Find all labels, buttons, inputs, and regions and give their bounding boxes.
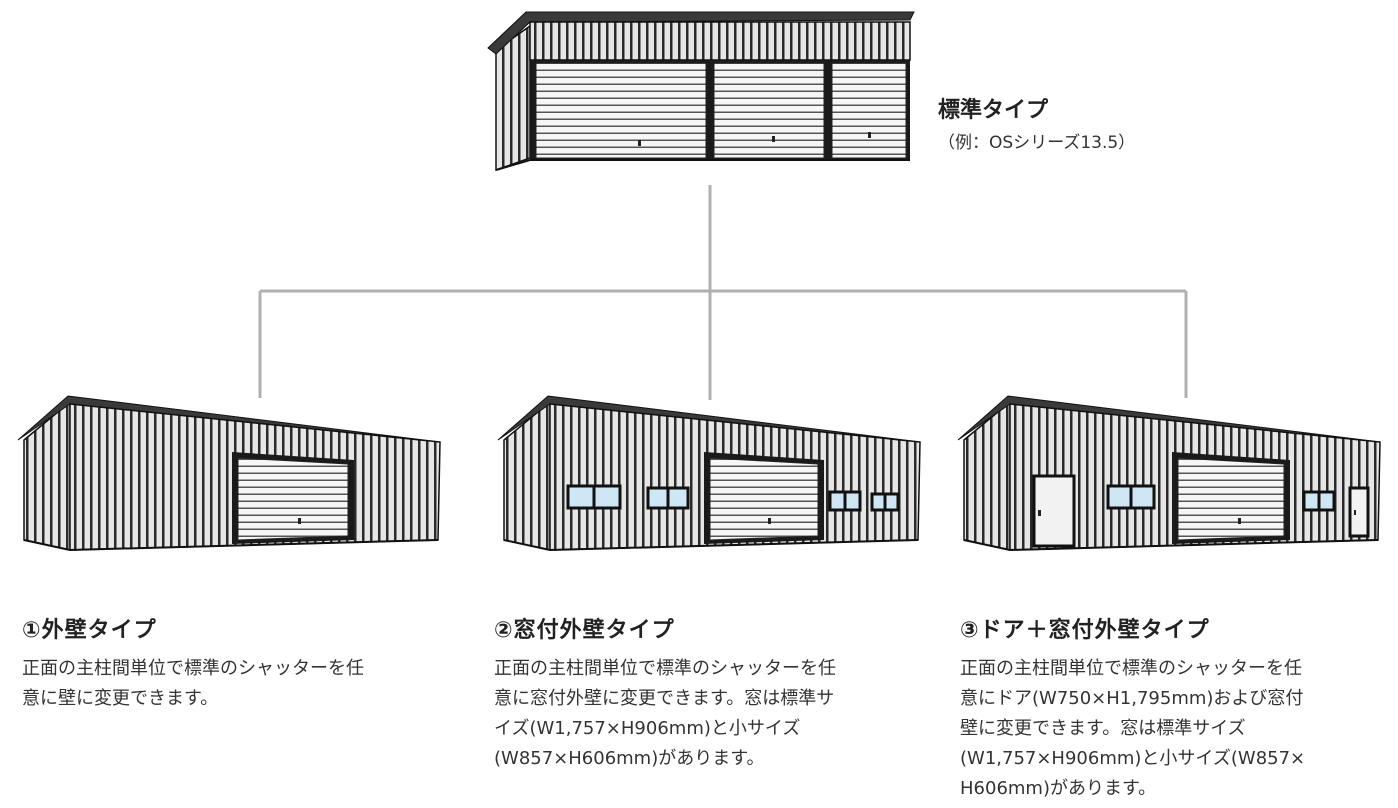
option-description: 正面の主柱間単位で標準のシャッターを任 意に窓付外壁に変更できます。窓は標準サ … <box>494 654 924 774</box>
option-description: 正面の主柱間単位で標準のシャッターを任 意にドア(W750×H1,795mm)お… <box>960 654 1390 804</box>
door-window-wall-type-garage-illustration <box>957 395 1381 551</box>
standard-type-title: 標準タイプ <box>938 98 1049 123</box>
option-window-wall-type: ②窓付外壁タイプ 正面の主柱間単位で標準のシャッターを任 意に窓付外壁に変更でき… <box>494 612 924 774</box>
standard-type-subtitle: （例：OSシリーズ13.5） <box>938 133 1136 153</box>
window-wall-type-garage-illustration <box>497 395 921 551</box>
option-wall-type: ①外壁タイプ 正面の主柱間単位で標準のシャッターを任 意に壁に変更できます。 <box>22 612 452 714</box>
window-small-left <box>646 486 690 510</box>
description-line: 意に壁に変更できます。 <box>22 688 219 709</box>
description-line: イズ(W1,757×H906mm)と小サイズ <box>494 718 801 739</box>
window-large-left <box>566 484 622 510</box>
description-line: 正面の主柱間単位で標準のシャッターを任 <box>960 658 1302 679</box>
description-line: 意に窓付外壁に変更できます。窓は標準サ <box>494 688 835 709</box>
description-line: (W857×H606mm)があります。 <box>494 748 765 769</box>
standard-garage-illustration <box>487 11 915 172</box>
option-description: 正面の主柱間単位で標準のシャッターを任 意に壁に変更できます。 <box>22 654 452 714</box>
description-line: H606mm)があります。 <box>960 778 1157 799</box>
door-right <box>1348 486 1370 538</box>
option-title: ③ドア＋窓付外壁タイプ <box>960 618 1210 643</box>
standard-type-label: 標準タイプ （例：OSシリーズ13.5） <box>938 92 1135 153</box>
description-line: 意にドア(W750×H1,795mm)および窓付 <box>960 688 1304 709</box>
description-line: 正面の主柱間単位で標準のシャッターを任 <box>22 658 364 679</box>
description-line: (W1,757×H906mm)と小サイズ(W857× <box>960 748 1306 769</box>
description-line: 正面の主柱間単位で標準のシャッターを任 <box>494 658 836 679</box>
option-title: ①外壁タイプ <box>22 618 157 643</box>
window-small-right-2 <box>870 492 900 512</box>
window-small <box>1302 490 1336 512</box>
window-large <box>1106 484 1156 510</box>
wall-type-garage-illustration <box>17 395 441 551</box>
option-title: ②窓付外壁タイプ <box>494 618 675 643</box>
description-line: 壁に変更できます。窓は標準サイズ <box>960 718 1246 739</box>
option-door-window-wall-type: ③ドア＋窓付外壁タイプ 正面の主柱間単位で標準のシャッターを任 意にドア(W75… <box>960 612 1390 804</box>
window-small-right-1 <box>828 490 862 512</box>
door-left <box>1032 474 1076 548</box>
